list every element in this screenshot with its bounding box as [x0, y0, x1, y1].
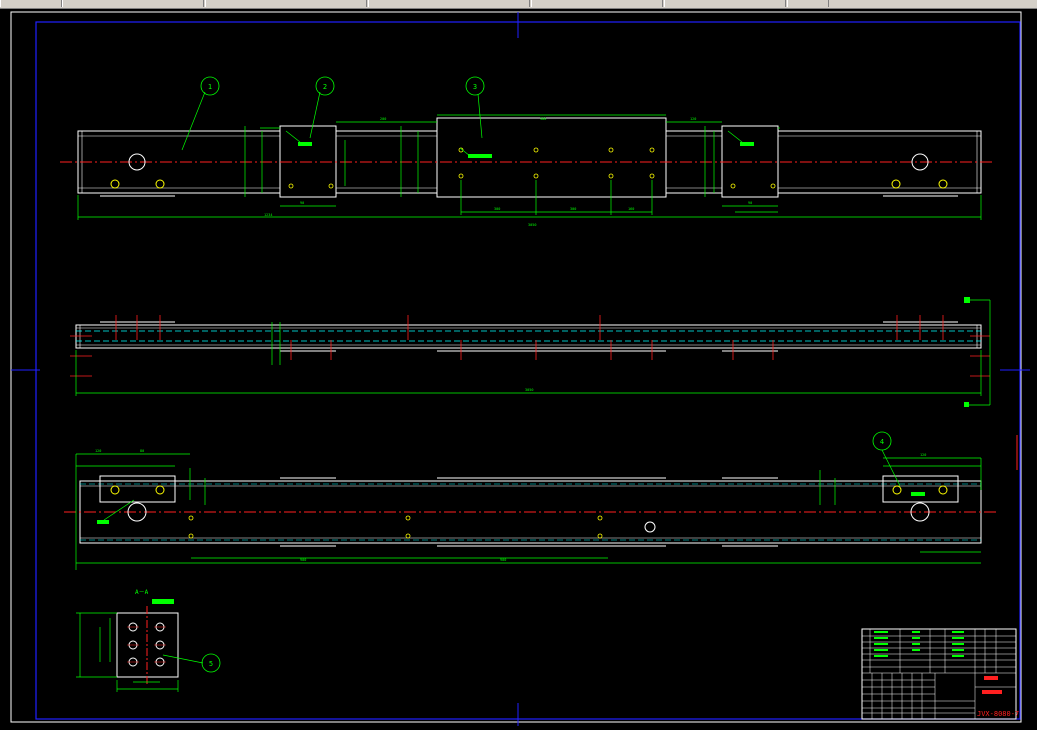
- svg-text:300: 300: [494, 207, 500, 211]
- toolbar-button[interactable]: [787, 0, 829, 7]
- title-block: JVX-8080-7: [861, 628, 1019, 720]
- section-label: A－A: [135, 589, 149, 596]
- svg-text:120: 120: [95, 449, 101, 453]
- toolbar-button[interactable]: [205, 0, 367, 7]
- section-view: A－A: [76, 589, 204, 692]
- balloon-label: 2: [323, 83, 327, 91]
- balloon: [465, 76, 485, 96]
- svg-text:380: 380: [540, 117, 546, 121]
- svg-text:3050: 3050: [528, 223, 536, 227]
- balloon-label: 5: [209, 660, 213, 668]
- svg-text:160: 160: [628, 207, 634, 211]
- bolt: [155, 179, 165, 189]
- hole: [911, 153, 929, 171]
- view-top: 1234 3050 300 300 160 90 90 380 200 120: [60, 91, 995, 227]
- balloon: [315, 76, 335, 96]
- balloon-label: 3: [473, 83, 477, 91]
- toolbar-button[interactable]: [664, 0, 786, 7]
- svg-text:3050: 3050: [525, 388, 533, 392]
- view-front: 3050: [70, 297, 991, 407]
- svg-text:120: 120: [920, 453, 926, 457]
- balloon-label: 4: [880, 438, 884, 446]
- svg-text:1234: 1234: [264, 213, 272, 217]
- svg-text:120: 120: [690, 117, 696, 121]
- svg-text:300: 300: [570, 207, 576, 211]
- svg-text:200: 200: [380, 117, 386, 121]
- toolbar-button[interactable]: [62, 0, 204, 7]
- svg-text:90: 90: [748, 201, 752, 205]
- bolt: [110, 179, 120, 189]
- balloon-label: 1: [208, 83, 212, 91]
- toolbar: [0, 0, 1037, 9]
- bolt: [938, 179, 948, 189]
- svg-text:900: 900: [300, 558, 306, 562]
- sheet-outer-border: [10, 11, 1022, 723]
- toolbar-button[interactable]: [0, 0, 62, 7]
- svg-text:90: 90: [300, 201, 304, 205]
- drawing-number: JVX-8080-7: [977, 710, 1019, 718]
- svg-text:900: 900: [500, 558, 506, 562]
- hole: [128, 153, 146, 171]
- svg-text:80: 80: [140, 449, 144, 453]
- beam-front-outline: [75, 324, 982, 349]
- toolbar-button[interactable]: [368, 0, 530, 7]
- toolbar-button[interactable]: [531, 0, 663, 7]
- balloon: [200, 76, 220, 96]
- bolt: [891, 179, 901, 189]
- view-bottom: 900 900 120 80 120: [64, 449, 998, 570]
